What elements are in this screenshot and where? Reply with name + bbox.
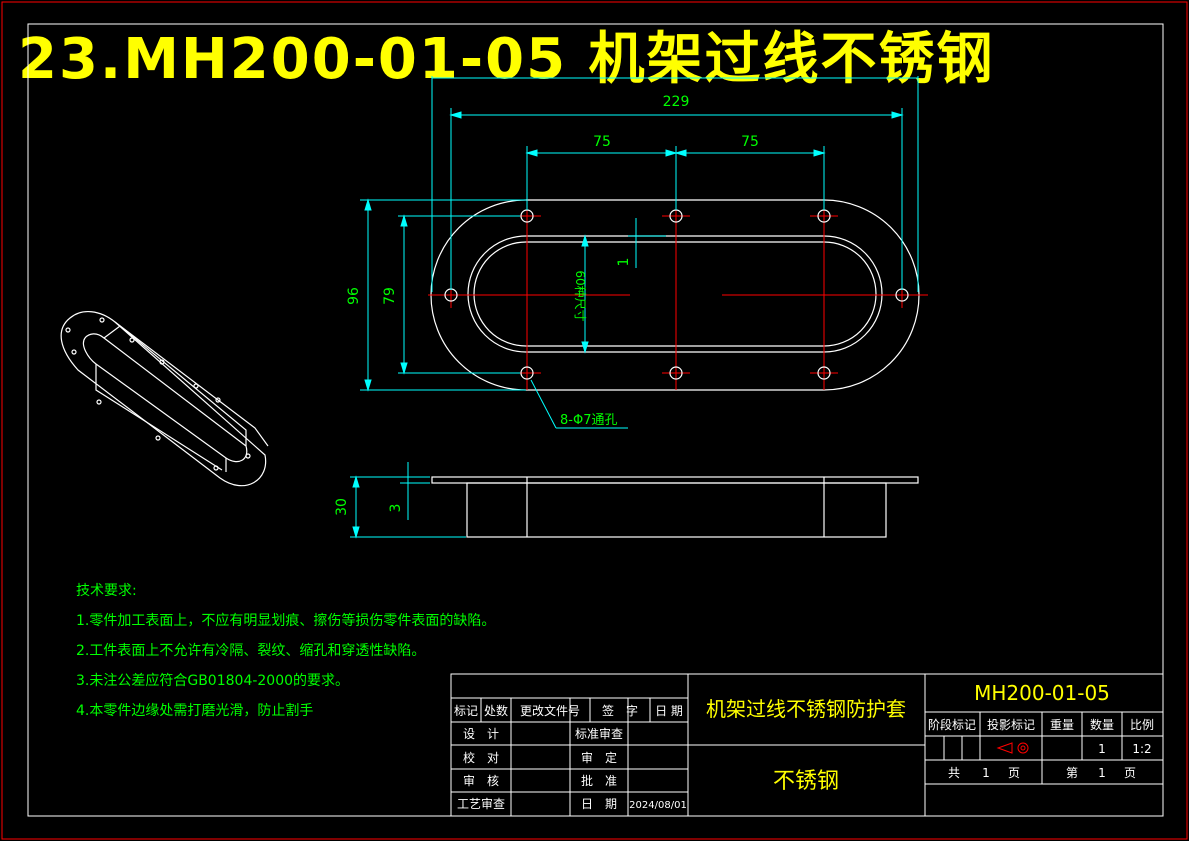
dim-holes: 8-Φ7通孔 xyxy=(560,413,617,428)
drawing-number: MH200-01-05 xyxy=(974,681,1110,705)
sheets-unit: 页 xyxy=(1008,766,1020,780)
role-review: 审 核 xyxy=(463,773,499,788)
dimension-lines xyxy=(350,76,919,539)
sheet-no: 1 xyxy=(1098,766,1106,780)
dim-60: 60种尺寸 xyxy=(573,270,587,321)
part-name: 机架过线不锈钢防护套 xyxy=(706,697,906,721)
note-item-4: 4.本零件边缘处需打磨光滑，防止割手 xyxy=(76,703,314,719)
attr-projection: 投影标记 xyxy=(987,717,1035,732)
scale-value: 1:2 xyxy=(1132,742,1151,756)
note-item-3: 3.未注公差应符合GB01804-2000的要求。 xyxy=(76,673,350,689)
title-block-main-text: 机架过线不锈钢防护套 不锈钢 MH200-01-05 xyxy=(706,681,1110,794)
role-process: 工艺审查 xyxy=(457,796,505,811)
dim-3: 3 xyxy=(388,504,404,513)
dimension-text: 229 75 75 96 79 60种尺寸 1 8-Φ7通孔 30 3 xyxy=(334,94,759,516)
attr-quantity: 数量 xyxy=(1090,717,1114,732)
hdr-change-doc: 更改文件号 xyxy=(520,703,580,718)
note-item-1: 1.零件加工表面上，不应有明显划痕、擦伤等损伤零件表面的缺陷。 xyxy=(76,613,496,629)
sheet-unit: 页 xyxy=(1124,766,1136,780)
role-standard: 标准审查 xyxy=(575,726,623,741)
notes-heading: 技术要求: xyxy=(76,583,137,599)
hdr-mark: 标记 xyxy=(454,704,478,718)
sheets-total-label: 共 xyxy=(948,766,960,780)
side-view xyxy=(431,476,919,538)
note-item-2: 2.工件表面上不允许有冷隔、裂纹、缩孔和穿透性缺陷。 xyxy=(76,643,426,659)
hole xyxy=(669,366,683,380)
sheets-total: 1 xyxy=(982,766,990,780)
material: 不锈钢 xyxy=(773,769,839,794)
title-block-text: 标记 处数 更改文件号 签 字 日 期 设 计 校 对 审 核 工艺审查 标准审… xyxy=(454,703,1154,811)
dim-96: 96 xyxy=(346,287,362,305)
sheet-no-label: 第 xyxy=(1066,766,1078,780)
attr-weight: 重量 xyxy=(1050,718,1074,732)
attr-scale: 比例 xyxy=(1130,718,1154,732)
center-lines xyxy=(428,202,928,390)
dim-1: 1 xyxy=(616,258,632,267)
hdr-sign: 签 字 xyxy=(602,703,638,718)
role-date: 日 期 xyxy=(581,797,617,811)
title-block xyxy=(450,673,1164,817)
opening-outline xyxy=(467,235,883,353)
dim-75-left: 75 xyxy=(593,134,611,150)
hole xyxy=(817,366,831,380)
dim-75-right: 75 xyxy=(741,134,759,150)
hole xyxy=(520,366,534,380)
technical-requirements: 技术要求: 1.零件加工表面上，不应有明显划痕、擦伤等损伤零件表面的缺陷。 2.… xyxy=(76,576,495,726)
dim-79: 79 xyxy=(382,287,398,305)
date-value: 2024/08/01 xyxy=(629,800,687,811)
quantity-value: 1 xyxy=(1098,742,1106,756)
hdr-count: 处数 xyxy=(484,703,508,718)
role-design: 设 计 xyxy=(463,727,499,741)
isometric-view xyxy=(60,311,269,487)
dim-30: 30 xyxy=(334,498,350,516)
hdr-date: 日 期 xyxy=(655,704,683,718)
attr-stage: 阶段标记 xyxy=(928,717,976,732)
role-approve: 批 准 xyxy=(581,773,617,788)
dim-229: 229 xyxy=(663,94,690,110)
role-proof: 校 对 xyxy=(463,750,499,765)
role-approve-set: 审 定 xyxy=(581,750,617,765)
projection-symbol-icon xyxy=(996,742,1029,754)
drawing-title: 23.MH200-01-05 机架过线不锈钢 xyxy=(18,27,995,92)
